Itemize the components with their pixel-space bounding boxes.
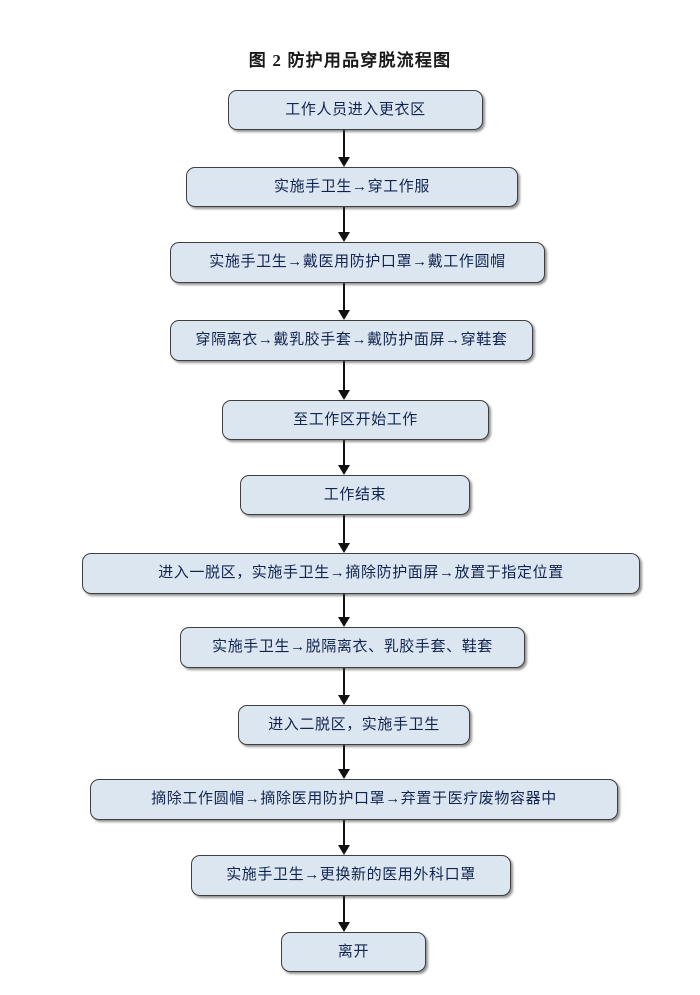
connector-stem [343,515,345,544]
connector-arrow [337,668,351,705]
flow-node[interactable]: 工作结束 [240,475,470,515]
connector-stem [343,361,345,391]
connector-arrow [337,283,351,320]
flow-node[interactable]: 实施手卫生→穿工作服 [186,167,518,207]
arrowhead-icon [338,543,350,553]
connector-arrow [337,361,351,400]
connector-stem [343,130,345,158]
connector-arrow [337,594,351,627]
flow-node-label: 实施手卫生→戴医用防护口罩→戴工作圆帽 [209,254,506,270]
connector-arrow [337,745,351,779]
connector-stem [343,896,345,923]
flow-node[interactable]: 进入二脱区，实施手卫生 [238,705,470,745]
flow-node[interactable]: 离开 [281,932,426,972]
arrowhead-icon [338,695,350,705]
flow-node-label: 进入一脱区，实施手卫生→摘除防护面屏→放置于指定位置 [158,565,564,581]
flow-node-label: 穿隔离衣→戴乳胶手套→戴防护面屏→穿鞋套 [195,332,508,348]
connector-stem [343,745,345,770]
flow-node[interactable]: 穿隔离衣→戴乳胶手套→戴防护面屏→穿鞋套 [170,320,533,361]
flow-node-label: 工作结束 [323,486,387,503]
connector-stem [343,594,345,618]
connector-arrow [337,515,351,553]
connector-stem [343,440,345,466]
arrowhead-icon [338,232,350,242]
flow-node-label: 实施手卫生→更换新的医用外科口罩 [226,867,476,883]
flow-node-label: 工作人员进入更衣区 [285,101,426,118]
connector-arrow [337,820,351,855]
flow-node-label: 至工作区开始工作 [293,411,418,428]
flow-node-label: 实施手卫生→穿工作服 [273,178,430,195]
flow-node[interactable]: 至工作区开始工作 [222,400,489,440]
arrowhead-icon [338,390,350,400]
connector-arrow [337,896,351,932]
arrowhead-icon [338,845,350,855]
flow-node-label: 摘除工作圆帽→摘除医用防护口罩→弃置于医疗废物容器中 [151,791,557,807]
flow-node-label: 实施手卫生→脱隔离衣、乳胶手套、鞋套 [212,639,493,655]
flow-node[interactable]: 实施手卫生→更换新的医用外科口罩 [191,855,511,896]
arrowhead-icon [338,157,350,167]
connector-stem [343,668,345,696]
flow-node[interactable]: 实施手卫生→戴医用防护口罩→戴工作圆帽 [170,242,545,283]
flow-node-label: 进入二脱区，实施手卫生 [268,716,440,733]
flow-node[interactable]: 实施手卫生→脱隔离衣、乳胶手套、鞋套 [180,627,525,668]
connector-arrow [337,207,351,242]
connector-arrow [337,440,351,475]
flow-node[interactable]: 工作人员进入更衣区 [228,90,483,130]
connector-stem [343,283,345,311]
arrowhead-icon [338,922,350,932]
flow-node[interactable]: 摘除工作圆帽→摘除医用防护口罩→弃置于医疗废物容器中 [90,779,618,820]
flow-node-label: 离开 [337,943,370,960]
arrowhead-icon [338,769,350,779]
arrowhead-icon [338,465,350,475]
connector-arrow [337,130,351,167]
arrowhead-icon [338,617,350,627]
connector-stem [343,207,345,233]
arrowhead-icon [338,310,350,320]
figure-title: 图 2 防护用品穿脱流程图 [248,51,452,70]
connector-stem [343,820,345,846]
flow-node[interactable]: 进入一脱区，实施手卫生→摘除防护面屏→放置于指定位置 [82,553,640,594]
